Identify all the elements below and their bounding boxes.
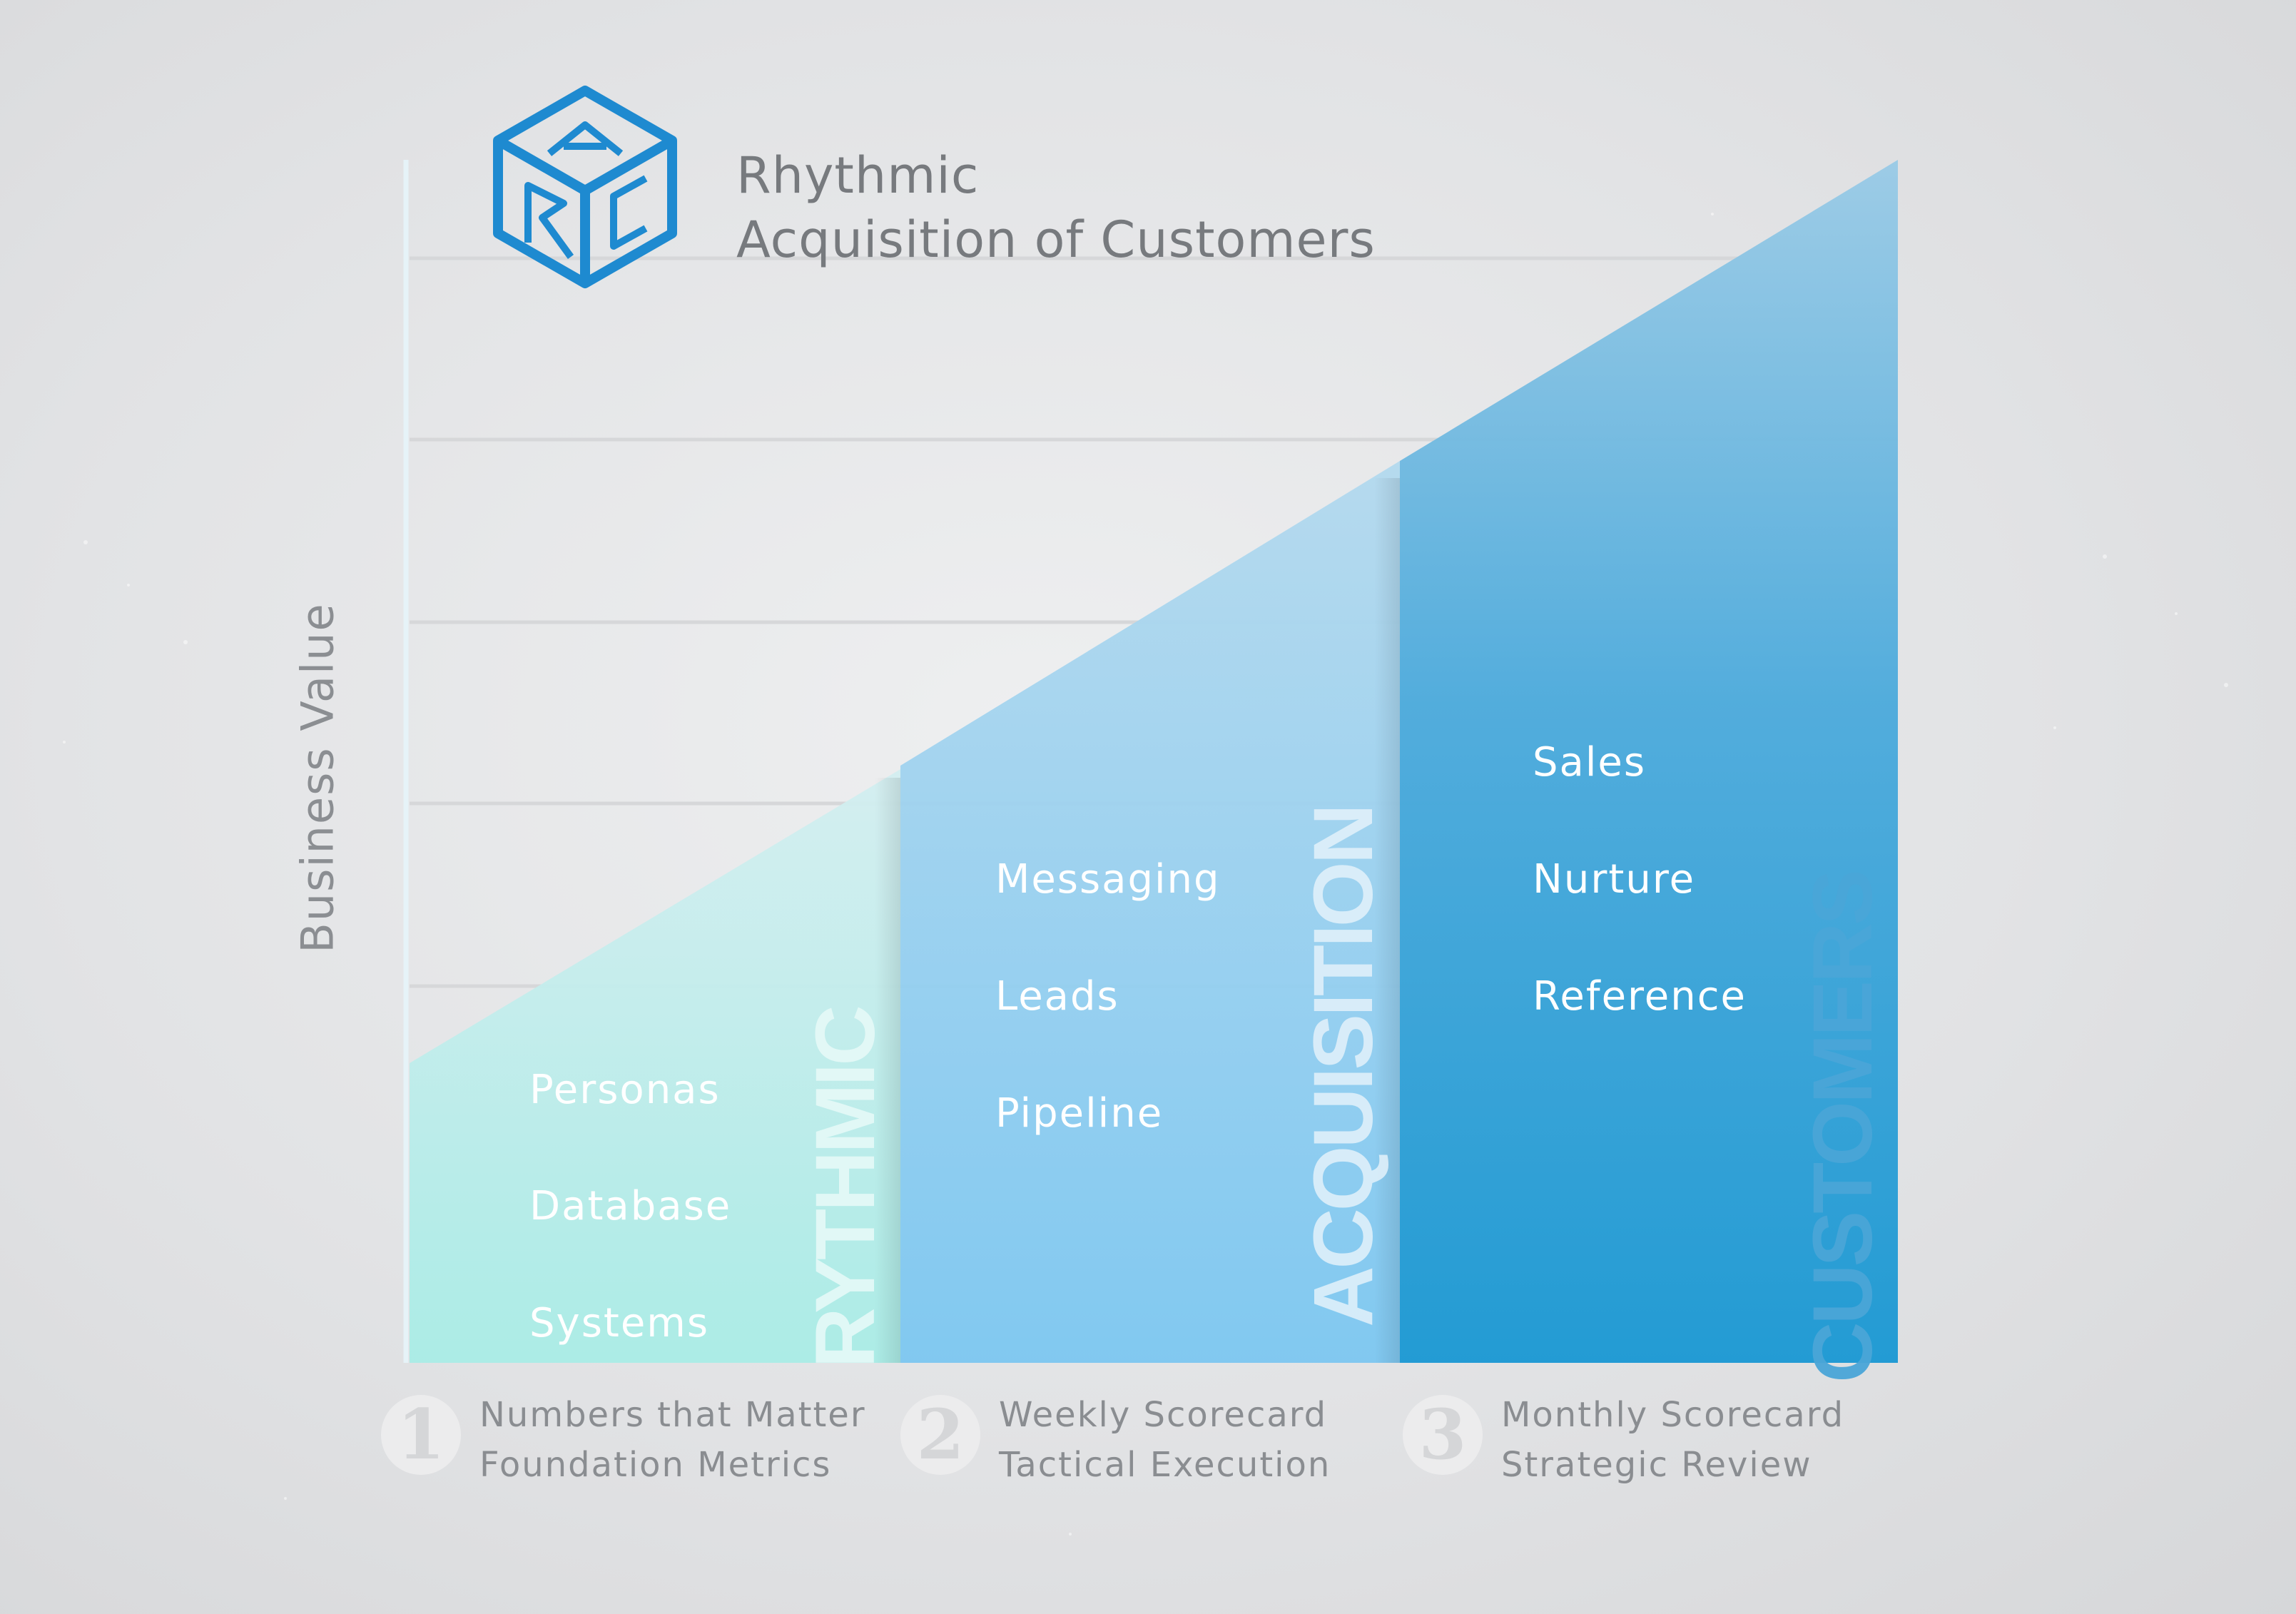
stage-1-item-systems: Systems [529,1300,709,1346]
stage-shadow-2 [1374,478,1400,1363]
step-3-line-1: Monthly Scorecard [1501,1395,1845,1435]
step-2-line-2: Tactical Execution [999,1445,1331,1485]
step-3-line-2: Strategic Review [1501,1445,1812,1485]
stage-3-item-nurture: Nurture [1533,856,1696,903]
stage-1-item-personas: Personas [529,1067,721,1113]
y-axis-label-text: Business Value [291,602,344,953]
arc-logo-icon [493,86,677,288]
stage-block-rythmic [410,769,900,1363]
title-line-2: Acquisition of Customers [736,210,1376,269]
stage-2-word: ACQUISITION [1296,806,1391,1327]
step-2-line-1: Weekly Scorecard [999,1395,1328,1435]
step-1-number-badge: 1 [381,1395,461,1475]
stage-3-item-sales: Sales [1533,739,1647,786]
stage-3-item-reference: Reference [1533,973,1747,1020]
stage-2-item-pipeline: Pipeline [995,1090,1164,1137]
stage-2-item-messaging: Messaging [995,856,1221,903]
step-2-number-badge: 2 [900,1395,980,1475]
title-line-1: Rhythmic [736,146,980,205]
stage-1-item-database: Database [529,1183,732,1229]
stage-3-word: CUSTOMERS [1796,872,1890,1383]
step-1-line-1: Numbers that Matter [479,1395,866,1435]
stage-2-item-leads: Leads [995,973,1119,1020]
step-1-line-2: Foundation Metrics [479,1445,832,1485]
stage-block-customers [1400,160,1898,1363]
stage-shadow-1 [875,778,900,1363]
stage-1-word: RYTHMIC [798,1008,893,1369]
stage-block-acquisition [900,461,1400,1363]
step-3-number-badge: 3 [1403,1395,1483,1475]
